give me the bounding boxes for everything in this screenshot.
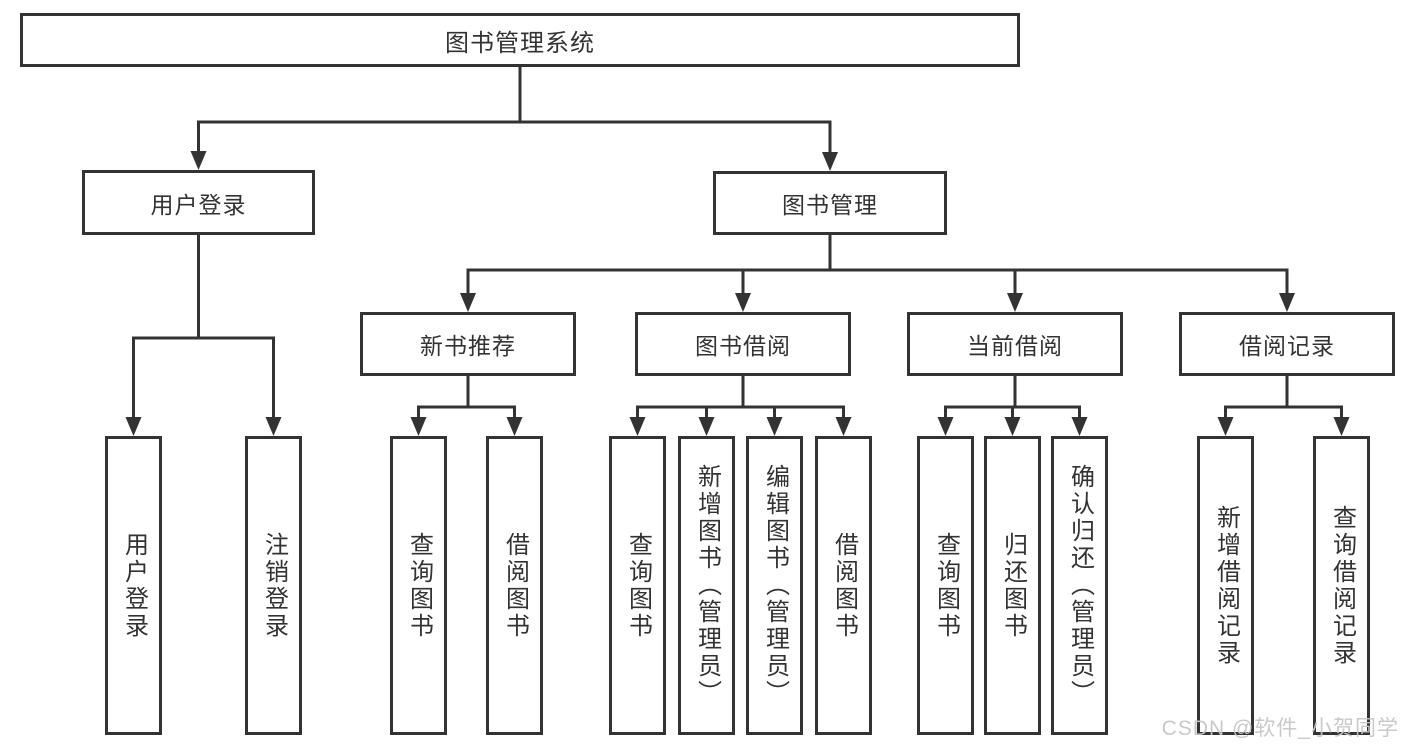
- leaf-borrow-borrow-books: 借阅图书: [815, 436, 872, 735]
- connector-borrow-records-children: [1217, 376, 1350, 436]
- node-new-book-rec: 新书推荐: [360, 312, 576, 376]
- node-book-borrow-label: 图书借阅: [695, 333, 791, 359]
- node-book-management-label: 图书管理: [782, 192, 878, 218]
- node-current-borrow-label: 当前借阅: [967, 333, 1063, 359]
- node-user-login-label: 用户登录: [150, 191, 247, 218]
- node-user-login: 用户登录: [82, 170, 315, 235]
- csdn-watermark: CSDN @软件_小贺同学: [1161, 717, 1399, 740]
- leaf-current-return-books-label: 归还图书: [999, 531, 1027, 640]
- leaf-current-return-books: 归还图书: [984, 436, 1041, 735]
- leaf-current-confirm-return-admin-label: 确认归还（管理员）: [1066, 464, 1094, 707]
- leaf-user-login-label: 用户登录: [120, 531, 148, 640]
- leaf-current-query-books-label: 查询图书: [932, 531, 960, 640]
- leaf-newbook-borrow-books-label: 借阅图书: [501, 531, 529, 640]
- leaf-borrow-add-books-admin: 新增图书（管理员）: [678, 436, 735, 735]
- connector-new-book-rec-children: [410, 376, 523, 436]
- leaf-borrow-borrow-books-label: 借阅图书: [830, 531, 858, 640]
- leaf-borrow-edit-books-admin: 编辑图书（管理员）: [746, 436, 803, 735]
- node-root-label: 图书管理系统: [445, 29, 595, 57]
- leaf-records-query-record-label: 查询借阅记录: [1328, 504, 1356, 667]
- node-borrow-records-label: 借阅记录: [1239, 333, 1335, 359]
- connector-user-login-children: [125, 235, 282, 436]
- leaf-borrow-edit-books-admin-label: 编辑图书（管理员）: [761, 464, 789, 707]
- connector-book-borrow-children: [629, 376, 852, 436]
- leaf-records-add-record: 新增借阅记录: [1197, 436, 1254, 735]
- connector-current-borrow-children: [937, 376, 1088, 436]
- node-root: 图书管理系统: [20, 13, 1020, 67]
- leaf-current-confirm-return-admin: 确认归还（管理员）: [1051, 436, 1108, 735]
- leaf-newbook-query-books-label: 查询图书: [405, 531, 433, 640]
- leaf-user-login: 用户登录: [105, 436, 162, 735]
- leaf-logout-label: 注销登录: [260, 531, 288, 640]
- leaf-newbook-query-books: 查询图书: [390, 436, 447, 735]
- node-current-borrow: 当前借阅: [907, 312, 1123, 376]
- leaf-newbook-borrow-books: 借阅图书: [486, 436, 543, 735]
- node-book-management: 图书管理: [713, 171, 947, 235]
- node-book-borrow: 图书借阅: [635, 312, 851, 376]
- node-new-book-rec-label: 新书推荐: [420, 333, 516, 359]
- leaf-borrow-query-books-label: 查询图书: [624, 531, 652, 640]
- leaf-records-add-record-label: 新增借阅记录: [1212, 504, 1240, 667]
- leaf-borrow-add-books-admin-label: 新增图书（管理员）: [693, 464, 721, 707]
- node-borrow-records: 借阅记录: [1179, 312, 1395, 376]
- connector-book-management-children: [460, 235, 1295, 312]
- leaf-current-query-books: 查询图书: [917, 436, 974, 735]
- leaf-records-query-record: 查询借阅记录: [1313, 436, 1370, 735]
- leaf-logout: 注销登录: [245, 436, 302, 735]
- leaf-borrow-query-books: 查询图书: [609, 436, 666, 735]
- connector-root-to-level2: [190, 67, 838, 171]
